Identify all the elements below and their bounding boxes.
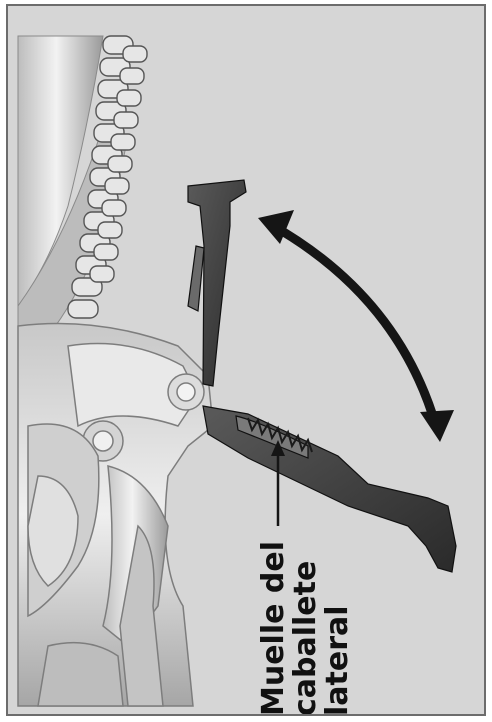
callout-line-1: Muelle del <box>258 541 290 716</box>
swing-direction-arrow <box>258 210 454 442</box>
figure-frame: Muelle del caballete lateral <box>6 4 486 716</box>
frame-and-engine <box>18 324 213 707</box>
side-stand-raised <box>188 180 246 386</box>
side-stand-illustration <box>8 6 486 716</box>
callout-line-3: lateral <box>322 541 354 716</box>
callout-spring-label: Muelle del caballete lateral <box>258 541 354 716</box>
callout-line-2: caballete <box>290 541 322 716</box>
callout-leader <box>271 440 285 526</box>
